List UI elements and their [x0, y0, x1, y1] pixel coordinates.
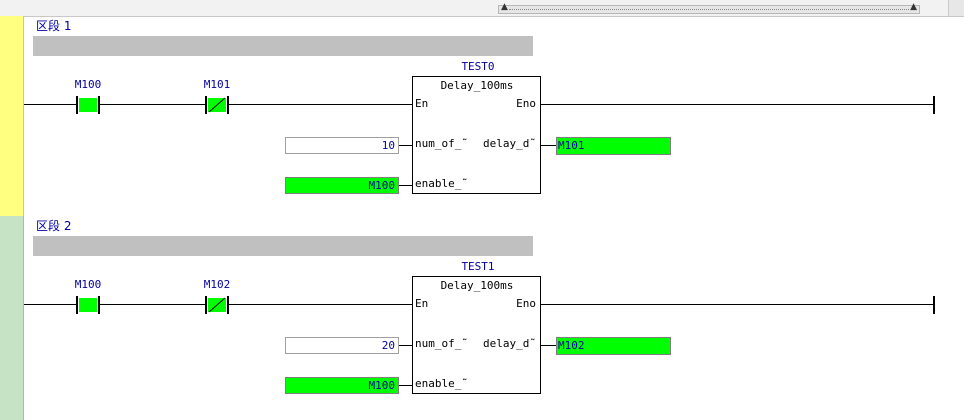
fb-instance-name[interactable]: TEST1	[461, 260, 495, 273]
fb-pin-enable: enable_˜	[415, 377, 468, 390]
fb-pin-eno: Eno	[516, 297, 536, 310]
rung-wire	[229, 304, 413, 305]
fb-pin-num-of: num_of_˜	[415, 137, 468, 150]
rung-wire	[100, 304, 205, 305]
contact-m100[interactable]	[76, 96, 100, 114]
rung-wire	[541, 104, 935, 105]
rung-wire	[229, 104, 413, 105]
nc-slash-icon	[208, 297, 226, 313]
pin-wire	[541, 345, 556, 346]
rung-wire	[100, 104, 205, 105]
pin-wire	[399, 345, 413, 346]
contact-m101[interactable]	[205, 96, 229, 114]
function-block[interactable]: Delay_100ms En Eno num_of_˜ delay_d˜ ena…	[412, 76, 541, 194]
rung-wire	[541, 304, 935, 305]
num-input-field[interactable]: 10	[285, 137, 399, 154]
segment1-gutter[interactable]	[0, 16, 24, 216]
horizontal-scrollbar[interactable]: ▲ ▲	[498, 2, 920, 14]
segment-label[interactable]: 区段 2	[36, 219, 72, 233]
scrollbar-thumb[interactable]	[509, 9, 909, 12]
contact-label: M102	[203, 278, 231, 291]
fb-pin-en: En	[415, 297, 429, 310]
fb-pin-en: En	[415, 97, 429, 110]
segment-comment-bar[interactable]	[33, 236, 533, 256]
fb-pin-enable: enable_˜	[415, 177, 468, 190]
output-field[interactable]: M102	[556, 337, 671, 355]
rung-wire	[24, 104, 76, 105]
pin-wire	[399, 145, 413, 146]
energized-indicator	[79, 98, 97, 112]
nc-slash-icon	[208, 97, 226, 113]
right-rail	[933, 296, 935, 314]
contact-m102[interactable]	[205, 296, 229, 314]
scroll-right-icon[interactable]: ▲	[910, 2, 917, 12]
fb-type-name: Delay_100ms	[440, 79, 514, 92]
pin-wire	[399, 385, 413, 386]
enable-input-field[interactable]: M100	[285, 377, 399, 394]
contact-label: M100	[74, 278, 102, 291]
scroll-left-icon[interactable]: ▲	[501, 2, 508, 12]
fb-pin-delay-d: delay_d˜	[483, 137, 536, 150]
output-field[interactable]: M101	[556, 137, 671, 155]
pin-wire	[399, 185, 413, 186]
segment-label[interactable]: 区段 1	[36, 19, 72, 33]
fb-instance-name[interactable]: TEST0	[461, 60, 495, 73]
contact-label: M101	[203, 78, 231, 91]
energized-indicator	[79, 298, 97, 312]
function-block[interactable]: Delay_100ms En Eno num_of_˜ delay_d˜ ena…	[412, 276, 541, 394]
enable-input-field[interactable]: M100	[285, 177, 399, 194]
fb-pin-num-of: num_of_˜	[415, 337, 468, 350]
segment-comment-bar[interactable]	[33, 36, 533, 56]
segment2-gutter[interactable]	[0, 216, 24, 420]
top-scroll-strip: ▲ ▲	[0, 0, 964, 17]
pin-wire	[541, 145, 556, 146]
right-rail	[933, 96, 935, 114]
fb-type-name: Delay_100ms	[440, 279, 514, 292]
fb-pin-delay-d: delay_d˜	[483, 337, 536, 350]
corner-box	[948, 0, 964, 16]
contact-m100[interactable]	[76, 296, 100, 314]
rung-wire	[24, 304, 76, 305]
num-input-field[interactable]: 20	[285, 337, 399, 354]
fb-pin-eno: Eno	[516, 97, 536, 110]
contact-label: M100	[74, 78, 102, 91]
